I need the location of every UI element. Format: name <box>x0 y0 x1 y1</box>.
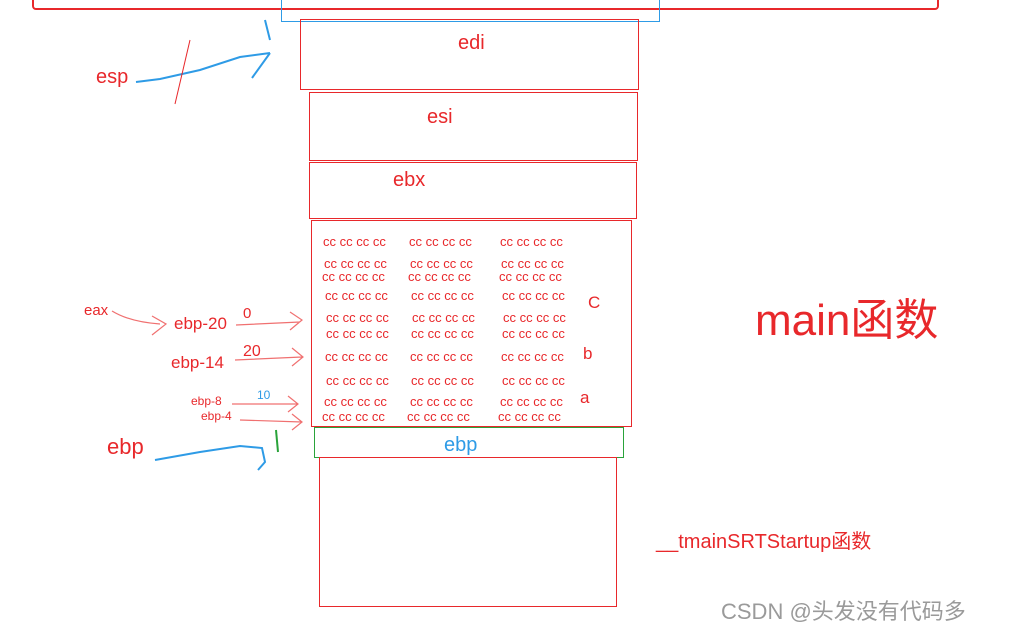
eax-label: eax <box>84 302 109 319</box>
cc-group: cc cc cc cc <box>410 394 473 409</box>
ebx-label: ebx <box>393 169 426 191</box>
top-frame-box <box>32 0 939 10</box>
cc-group: cc cc cc cc <box>411 373 474 388</box>
startup-frame-label: __tmainSRTStartup函数 <box>656 531 872 553</box>
ebp-label: ebp <box>107 434 144 459</box>
cc-group: cc cc cc cc <box>503 310 566 325</box>
eax-arrow <box>111 310 168 336</box>
cc-group: cc cc cc cc <box>325 349 388 364</box>
cc-group: cc cc cc cc <box>411 288 474 303</box>
ebp-tick <box>275 429 279 453</box>
ebp-20-arrow <box>235 311 304 331</box>
ebp-14-arrow <box>234 347 304 367</box>
ebp-14-label: ebp-14 <box>171 353 224 372</box>
ebp-20-label: ebp-20 <box>174 314 227 333</box>
value-20: 20 <box>243 343 261 360</box>
cc-group: cc cc cc cc <box>326 326 389 341</box>
startup-frame <box>319 457 617 607</box>
watermark: CSDN @头发没有代码多 <box>721 599 966 624</box>
cc-group: cc cc cc cc <box>325 288 388 303</box>
cc-group: cc cc cc cc <box>501 256 564 271</box>
ebp-slot-label: ebp <box>444 434 478 456</box>
cc-group: cc cc cc cc <box>407 409 470 424</box>
main-frame-label: main函数 <box>755 296 939 345</box>
cc-group: cc cc cc cc <box>412 310 475 325</box>
locals-block <box>311 220 632 427</box>
esi-label: esi <box>427 106 453 128</box>
ebx-slot <box>309 162 637 219</box>
cc-group: cc cc cc cc <box>324 256 387 271</box>
cc-group: cc cc cc cc <box>324 394 387 409</box>
edi-label: edi <box>458 32 485 54</box>
cc-group: cc cc cc cc <box>410 256 473 271</box>
cc-group: cc cc cc cc <box>502 326 565 341</box>
value-10: 10 <box>257 388 271 402</box>
cc-group: cc cc cc cc <box>408 269 471 284</box>
cc-group: cc cc cc cc <box>409 234 472 249</box>
edi-slot <box>300 19 639 90</box>
cc-group: cc cc cc cc <box>499 269 562 284</box>
esi-slot <box>309 92 638 161</box>
var-a-label: a <box>580 388 590 407</box>
esp-arrow <box>135 19 271 83</box>
cc-group: cc cc cc cc <box>326 310 389 325</box>
cc-group: cc cc cc cc <box>498 409 561 424</box>
value-0: 0 <box>243 305 252 322</box>
cc-group: cc cc cc cc <box>502 373 565 388</box>
esp-label: esp <box>96 66 129 88</box>
ebp-4-label: ebp-4 <box>201 409 232 423</box>
ebp-arrow <box>154 444 267 471</box>
ebp-8-arrow <box>232 395 299 413</box>
top-blue-box <box>281 0 660 22</box>
cc-group: cc cc cc cc <box>500 234 563 249</box>
cc-group: cc cc cc cc <box>326 373 389 388</box>
cc-group: cc cc cc cc <box>323 234 386 249</box>
var-c-label: C <box>588 293 601 312</box>
var-b-label: b <box>583 344 593 363</box>
cc-group: cc cc cc cc <box>411 326 474 341</box>
cc-group: cc cc cc cc <box>500 394 563 409</box>
cc-group: cc cc cc cc <box>322 269 385 284</box>
cc-group: cc cc cc cc <box>322 409 385 424</box>
cc-group: cc cc cc cc <box>410 349 473 364</box>
cc-group: cc cc cc cc <box>501 349 564 364</box>
ebp-4-arrow <box>239 413 303 431</box>
esp-strike <box>174 39 191 105</box>
ebp-8-label: ebp-8 <box>191 394 222 408</box>
cc-group: cc cc cc cc <box>502 288 565 303</box>
